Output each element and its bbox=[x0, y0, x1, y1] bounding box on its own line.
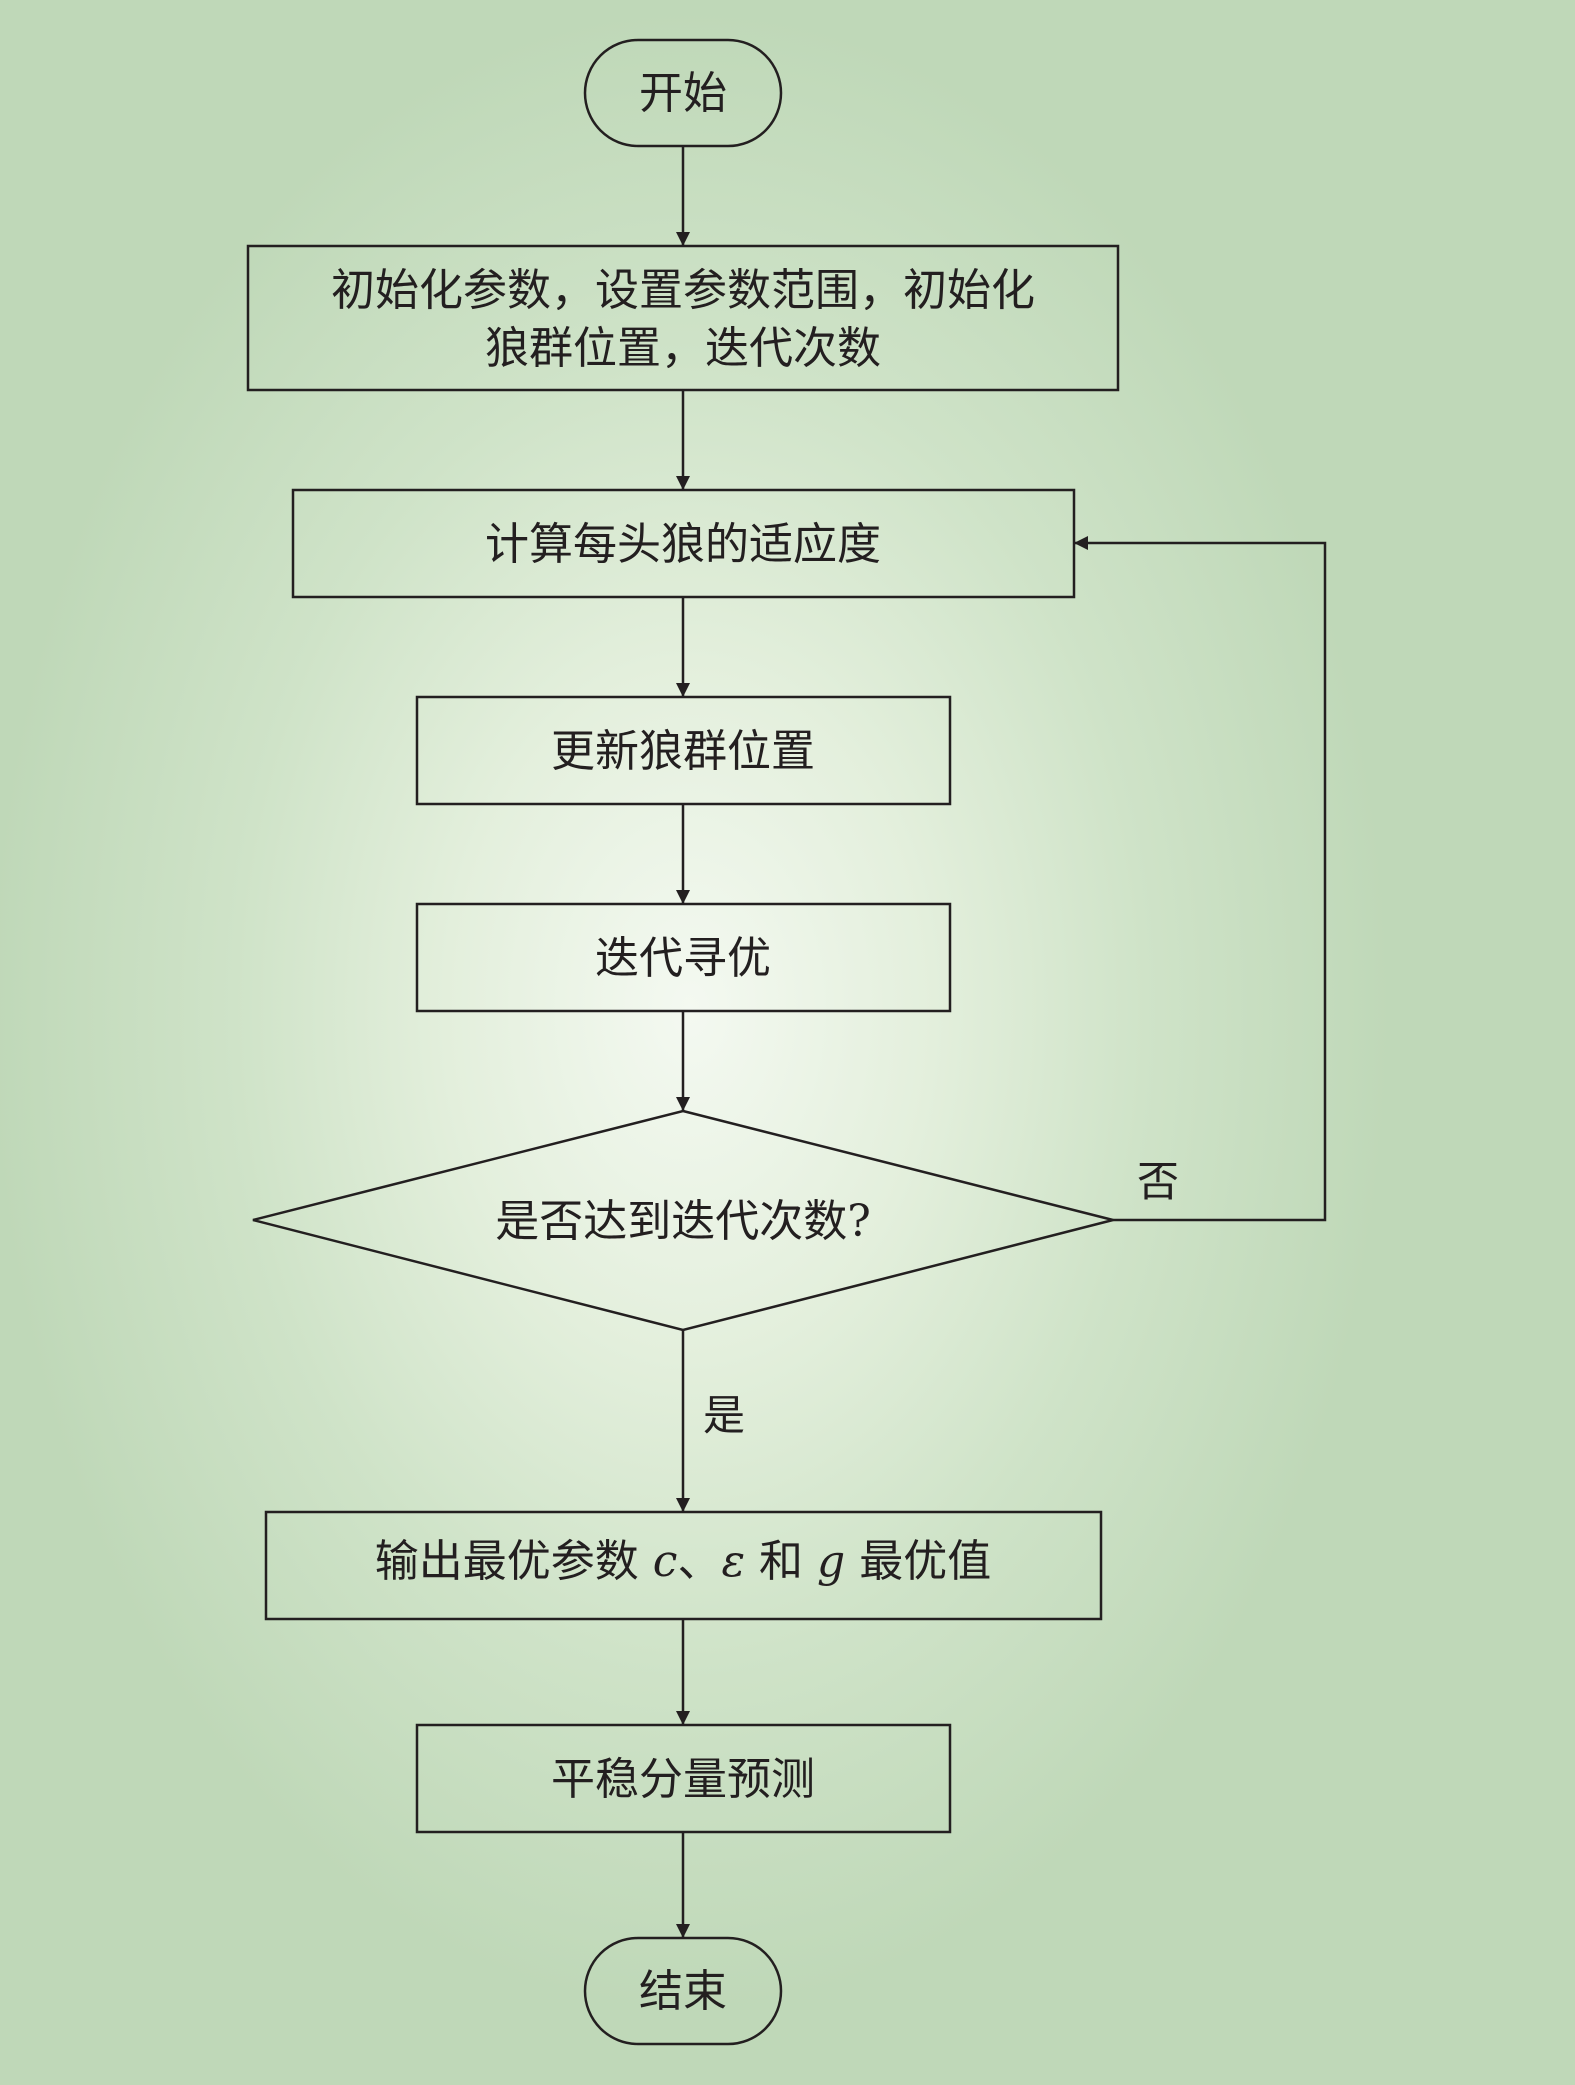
output-label-and: 和 bbox=[745, 1536, 817, 1587]
fitness-node: 计算每头狼的适应度 bbox=[291, 488, 1076, 599]
output-node-label: 输出最优参数 c、ε 和 g 最优值 bbox=[375, 1536, 991, 1587]
iterate-node: 迭代寻优 bbox=[415, 902, 952, 1013]
init-node-label-line2: 狼群位置，迭代次数 bbox=[485, 323, 881, 374]
output-label-eps: ε bbox=[721, 1536, 745, 1587]
decision-node-label: 是否达到迭代次数? bbox=[495, 1196, 871, 1247]
start-node: 开始 bbox=[583, 38, 783, 148]
end-node-label: 结束 bbox=[639, 1966, 727, 2017]
output-node: 输出最优参数 c、ε 和 g 最优值 bbox=[264, 1510, 1103, 1621]
edge-label-no: 否 bbox=[1137, 1157, 1179, 1206]
update-node: 更新狼群位置 bbox=[415, 695, 952, 806]
edge-label-yes: 是 bbox=[703, 1391, 745, 1440]
decision-node: 是否达到迭代次数? bbox=[252, 1109, 1114, 1332]
end-node: 结束 bbox=[583, 1936, 783, 2046]
output-label-part2: 最优值 bbox=[845, 1536, 991, 1587]
update-node-label: 更新狼群位置 bbox=[551, 726, 815, 777]
init-node: 初始化参数，设置参数范围，初始化 狼群位置，迭代次数 bbox=[246, 244, 1120, 392]
predict-node: 平稳分量预测 bbox=[415, 1723, 952, 1834]
init-node-label-line1: 初始化参数，设置参数范围，初始化 bbox=[331, 265, 1035, 316]
iterate-node-label: 迭代寻优 bbox=[595, 933, 771, 984]
start-node-label: 开始 bbox=[639, 68, 727, 119]
output-label-c: c bbox=[653, 1536, 678, 1587]
edge-decision-loop-back bbox=[1074, 536, 1327, 1222]
output-label-g: g bbox=[817, 1536, 845, 1587]
output-label-sep: 、 bbox=[677, 1536, 721, 1587]
predict-node-label: 平稳分量预测 bbox=[551, 1754, 815, 1805]
fitness-node-label: 计算每头狼的适应度 bbox=[485, 519, 881, 570]
output-label-part1: 输出最优参数 bbox=[375, 1536, 653, 1587]
